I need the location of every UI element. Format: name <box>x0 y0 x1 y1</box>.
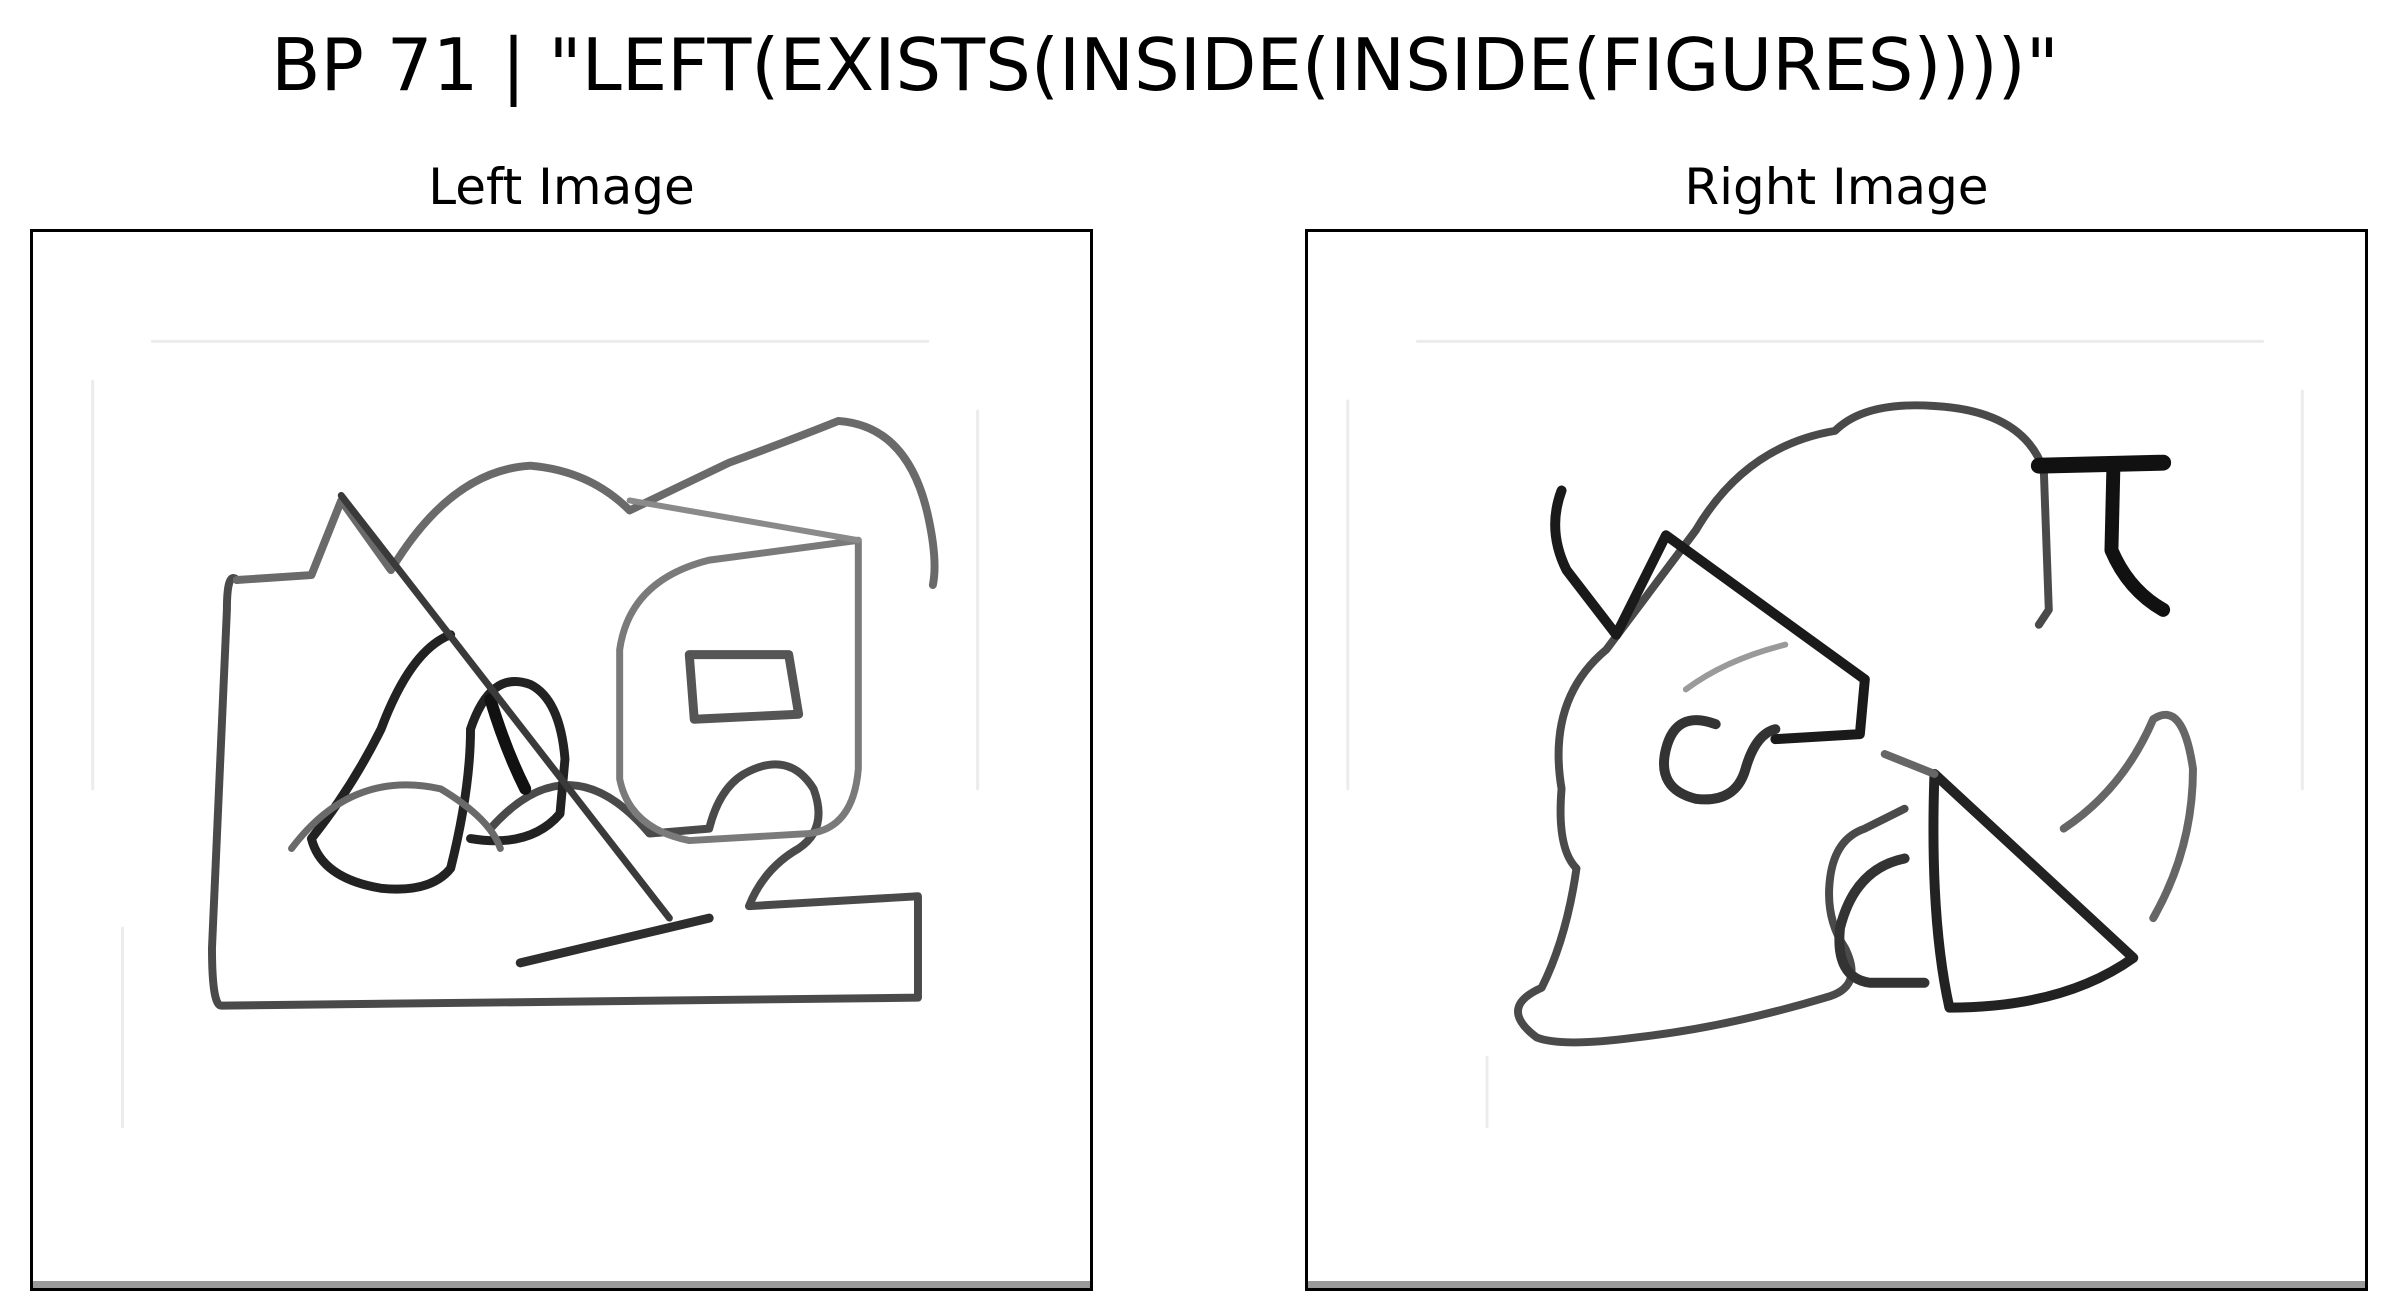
right-triangle-wing <box>1880 710 2197 923</box>
right-small-loop <box>1659 715 1781 805</box>
left-dark-stroke <box>484 693 532 795</box>
left-image-drawing <box>91 339 980 1129</box>
right-triangle-figure <box>1928 768 2139 1013</box>
right-noise-strokes <box>1346 339 2304 1129</box>
left-image-panel <box>30 229 1093 1291</box>
right-t-figure-stem <box>2104 458 2171 617</box>
left-inner-figure <box>616 536 862 845</box>
right-outer-figure <box>1514 401 2053 1047</box>
left-diagonal-line <box>337 492 673 922</box>
left-dark-loop <box>306 630 570 894</box>
left-inner-arc <box>288 781 504 852</box>
right-image-drawing <box>1346 339 2304 1129</box>
left-panel-bottom-rule <box>33 1281 1090 1288</box>
right-small-loop-tail <box>1682 641 1789 693</box>
right-half-disc-figure <box>1834 853 1930 988</box>
right-image-panel <box>1305 229 2368 1291</box>
right-dark-triangle <box>1550 485 1870 745</box>
left-image-title: Left Image <box>428 158 695 216</box>
left-inner-figure-roof <box>626 497 862 544</box>
left-base-line <box>515 913 714 968</box>
left-outer-figure-top <box>232 416 939 589</box>
left-noise-strokes <box>91 339 980 1129</box>
right-t-figure-bar <box>2030 454 2172 474</box>
right-panel-bottom-rule <box>1308 1281 2365 1288</box>
right-image-title: Right Image <box>1684 158 1989 216</box>
figure-title: BP 71 | "LEFT(EXISTS(INSIDE(INSIDE(FIGUR… <box>271 23 2059 107</box>
left-outer-figure <box>208 574 922 1010</box>
left-innermost-square <box>684 650 804 724</box>
